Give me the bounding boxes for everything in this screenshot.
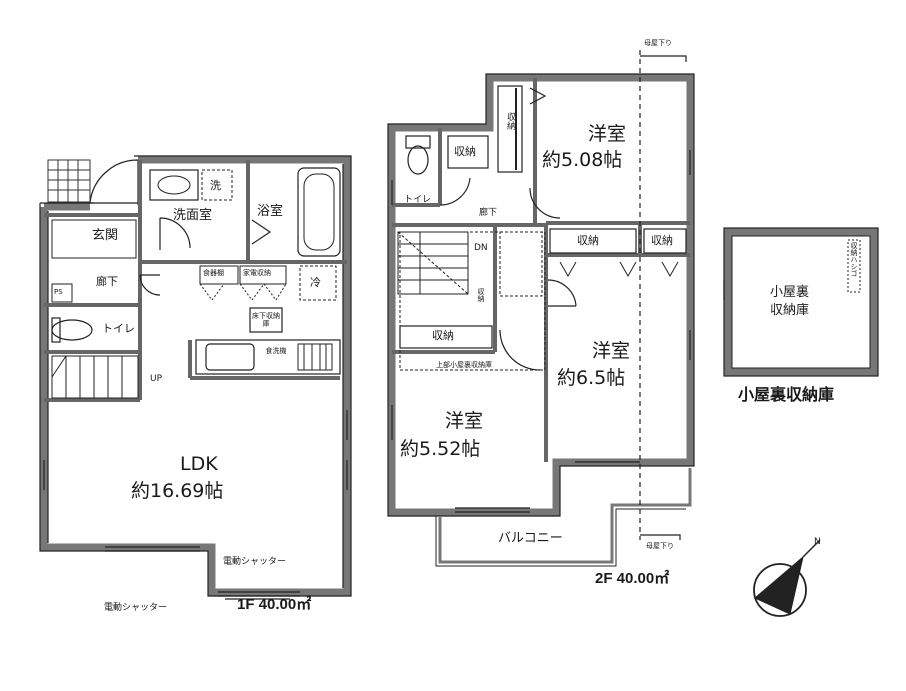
refrigerator-label: 冷 xyxy=(310,276,321,289)
washbasin xyxy=(149,169,199,201)
storage-label-5: 収納 xyxy=(477,288,485,302)
attic-outer-wall xyxy=(724,228,878,376)
stairs-1f xyxy=(51,355,139,399)
storage-label-1: 収納 xyxy=(454,145,476,158)
attic-storage-note: 上部小屋裏収納庫 xyxy=(436,361,492,369)
floor-2-area: 2F 40.00㎡ xyxy=(595,570,670,587)
shutter-label-1: 電動シャッター xyxy=(223,557,287,567)
storage-label-4: 収納 xyxy=(432,329,454,342)
room-c-size: 約5.52帖 xyxy=(400,438,481,460)
hallway-label-2f: 廊下 xyxy=(479,208,498,218)
attic-plan xyxy=(723,227,879,377)
bathroom-label: 浴室 xyxy=(257,204,284,219)
fridge-space xyxy=(299,265,337,301)
floor-1-area: 1F 40.00㎡ xyxy=(237,596,312,613)
toilet-label-2f: トイレ xyxy=(404,195,432,205)
balcony-label: バルコニー xyxy=(498,531,563,546)
stairs-dn-label: DN xyxy=(474,243,488,253)
north-arrow xyxy=(753,539,821,617)
entrance-label: 玄関 xyxy=(92,228,119,243)
room-a-size: 約5.08帖 xyxy=(542,149,623,171)
room-b-size: 約6.5帖 xyxy=(557,367,626,389)
appliance-storage-label: 家電収納 xyxy=(243,269,271,277)
washing-machine-label: 洗 xyxy=(210,179,221,192)
bathtub xyxy=(297,167,341,257)
storage-label-3: 収納 xyxy=(651,234,673,247)
storage-label-2: 収納 xyxy=(577,234,599,247)
north-label: N xyxy=(814,537,821,547)
ps-label: PS xyxy=(54,288,63,296)
room-c-name: 洋室 xyxy=(445,410,484,432)
cupboard xyxy=(199,265,239,285)
floor-1-outer-wall xyxy=(40,156,351,596)
balcony-rail xyxy=(438,468,692,564)
floor-1-windows xyxy=(43,410,348,600)
attic-caption: 小屋裏収納庫 xyxy=(738,385,835,404)
toilet-label-1f: トイレ xyxy=(102,322,135,335)
stairs-up-label: UP xyxy=(150,374,163,384)
roof-below-top: 母屋下り xyxy=(644,39,672,47)
floor-2-plan xyxy=(387,50,695,567)
room-a-name: 洋室 xyxy=(588,123,627,145)
dishwasher-label: 食洗機 xyxy=(265,347,287,355)
ldk-name: LDK xyxy=(180,453,218,475)
shutter-label-2: 電動シャッター xyxy=(104,603,168,613)
appliance-storage xyxy=(239,265,287,285)
floor-1-plan xyxy=(39,155,352,600)
roof-below-bottom: 母屋下り xyxy=(646,542,674,550)
toilet-bowl-1f xyxy=(51,319,93,341)
floor-1-interior-walls xyxy=(44,160,347,402)
washing-machine xyxy=(201,169,233,201)
stairs-2f xyxy=(397,231,469,295)
cupboard-label: 食器棚 xyxy=(203,269,224,277)
kitchen-counter xyxy=(195,339,341,375)
attic-room-name: 小屋裏 xyxy=(770,285,810,300)
ldk-size: 約16.69帖 xyxy=(131,480,224,502)
ladder-label: 収納ハシゴ xyxy=(850,242,858,277)
floor-2-interior-walls xyxy=(392,78,690,462)
floor-2-windows xyxy=(391,150,691,513)
storage-label-v: 収納 xyxy=(505,112,515,130)
entrance-porch-tiles xyxy=(47,159,91,203)
room-b-name: 洋室 xyxy=(592,340,631,362)
attic-room-name-2: 収納庫 xyxy=(770,303,810,318)
entrance-door xyxy=(89,159,139,205)
hallway-label-1f: 廊下 xyxy=(96,275,118,288)
stove xyxy=(297,343,333,371)
ladder-box xyxy=(847,239,861,293)
washroom-label: 洗面室 xyxy=(173,208,213,223)
underfloor-storage-label: 床下収納庫 xyxy=(252,312,280,328)
kitchen-sink xyxy=(205,343,255,371)
toilet-bowl-2f xyxy=(407,145,429,175)
